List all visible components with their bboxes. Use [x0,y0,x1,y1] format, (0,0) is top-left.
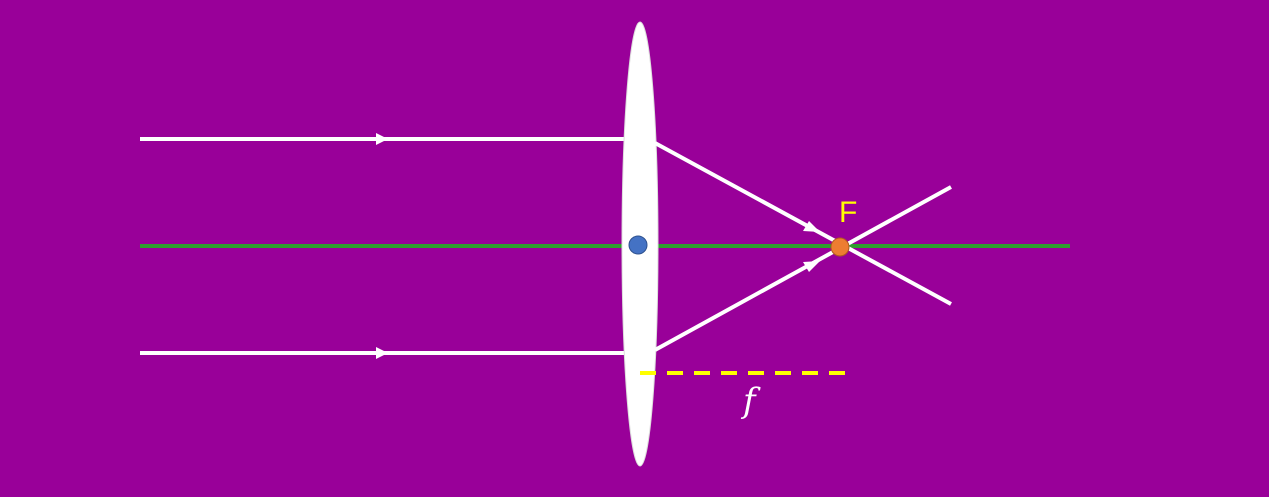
arrowhead-icon [376,133,388,145]
focal-length-label: f [743,381,756,421]
lens-center-point [628,235,648,255]
focal-point-label: F [839,196,858,229]
focal-point [830,237,850,257]
refracted-ray-top [654,141,952,306]
arrowhead-icon [376,347,388,359]
arrowhead-icon [803,261,820,272]
refracted-ray-bottom [654,185,952,352]
arrowhead-icon [803,221,820,232]
